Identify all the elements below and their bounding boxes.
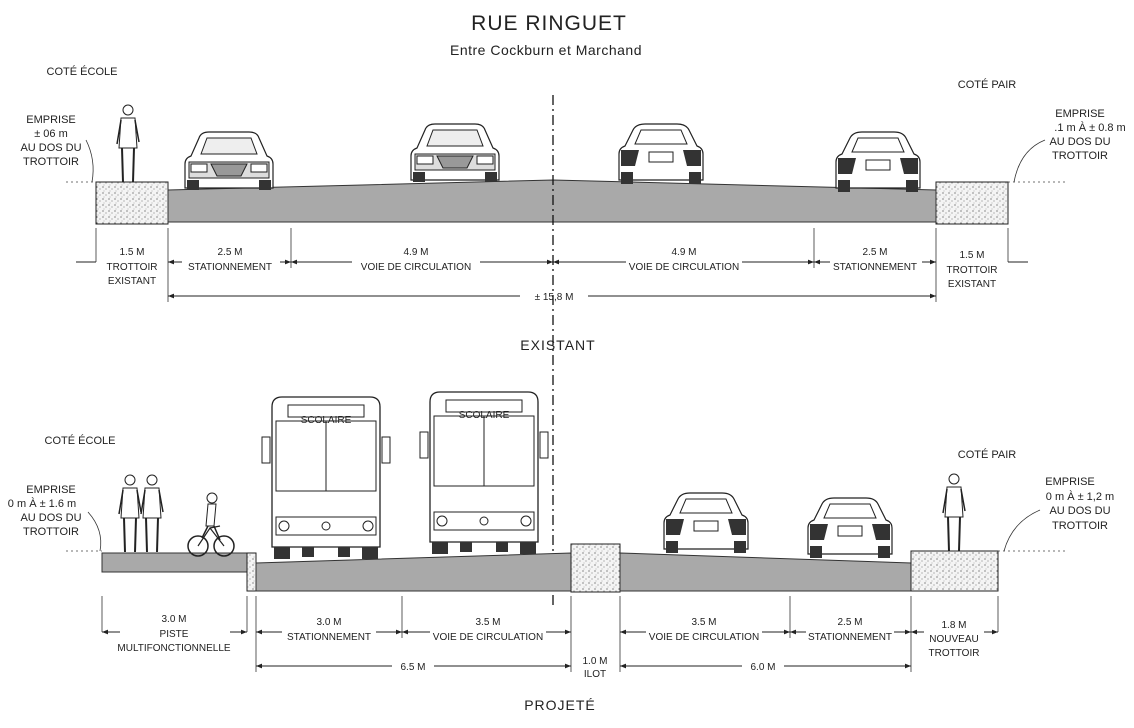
diagram-subtitle: Entre Cockburn et Marchand xyxy=(450,42,642,58)
existing-pedestrian xyxy=(116,104,140,183)
svg-text:STATIONNEMENT: STATIONNEMENT xyxy=(188,262,272,273)
svg-text:NOUVEAU: NOUVEAU xyxy=(929,634,978,645)
projected-dim-multipurpose: 3.0 M PISTE MULTIFONCTIONNELLE xyxy=(117,614,230,654)
existing-left-emprise: EMPRISE ± 06 m AU DOS DU TROTTOIR xyxy=(20,114,81,168)
existing-right-side-label: COTÉ PAIR xyxy=(958,78,1017,91)
existing-car-3 xyxy=(618,123,704,185)
svg-text:TROTTOIR: TROTTOIR xyxy=(107,262,158,273)
svg-text:2.5 M: 2.5 M xyxy=(837,617,862,628)
existing-total-width: ± 15,8 M xyxy=(535,292,574,303)
svg-text:AU DOS DU: AU DOS DU xyxy=(1049,505,1110,517)
svg-text:VOIE DE CIRCULATION: VOIE DE CIRCULATION xyxy=(361,262,471,273)
projected-left-curb xyxy=(246,552,257,592)
svg-text:VOIE DE CIRCULATION: VOIE DE CIRCULATION xyxy=(629,262,739,273)
projected-car-1 xyxy=(663,492,749,554)
existing-car-4 xyxy=(835,131,921,193)
svg-text:AU DOS DU: AU DOS DU xyxy=(20,142,81,154)
existing-car-2 xyxy=(410,123,500,183)
svg-text:AU DOS DU: AU DOS DU xyxy=(20,512,81,524)
svg-text:2.5 M: 2.5 M xyxy=(862,247,887,258)
svg-text:1.5 M: 1.5 M xyxy=(119,247,144,258)
svg-text:TROTTOIR: TROTTOIR xyxy=(929,648,980,659)
svg-text:4.9 M: 4.9 M xyxy=(671,247,696,258)
projected-dim-island: 1.0 M ILOT xyxy=(582,656,607,680)
svg-text:.1 m À ± 0.8 m: .1 m À ± 0.8 m xyxy=(1054,121,1125,134)
svg-text:0 m À ± 1,2 m: 0 m À ± 1,2 m xyxy=(1046,490,1114,503)
svg-text:± 06 m: ± 06 m xyxy=(34,128,68,140)
projected-car-2 xyxy=(807,497,893,559)
svg-text:VOIE DE CIRCULATION: VOIE DE CIRCULATION xyxy=(649,632,759,643)
svg-text:AU DOS DU: AU DOS DU xyxy=(1049,136,1110,148)
projected-left-roadway xyxy=(255,552,572,592)
existing-left-sidewalk xyxy=(95,181,169,225)
projected-dim-right-parking: 2.5 M STATIONNEMENT xyxy=(808,617,892,643)
svg-text:3.0 M: 3.0 M xyxy=(316,617,341,628)
svg-text:4.9 M: 4.9 M xyxy=(403,247,428,258)
svg-text:1.0 M: 1.0 M xyxy=(582,656,607,667)
existing-dim-left-lane: 4.9 M VOIE DE CIRCULATION xyxy=(361,247,471,273)
svg-text:PISTE: PISTE xyxy=(160,629,189,640)
svg-text:TROTTOIR: TROTTOIR xyxy=(23,156,79,168)
diagram-title: RUE RINGUET xyxy=(471,12,627,35)
existing-dim-left-parking: 2.5 M STATIONNEMENT xyxy=(188,247,272,273)
projected-dim-left-lane: 3.5 M VOIE DE CIRCULATION xyxy=(433,617,543,643)
svg-text:STATIONNEMENT: STATIONNEMENT xyxy=(808,632,892,643)
svg-text:3.5 M: 3.5 M xyxy=(475,617,500,628)
projected-right-emprise: EMPRISE 0 m À ± 1,2 m AU DOS DU TROTTOIR xyxy=(1045,476,1114,532)
svg-text:EXISTANT: EXISTANT xyxy=(948,279,996,290)
svg-text:ILOT: ILOT xyxy=(584,669,606,680)
svg-text:STATIONNEMENT: STATIONNEMENT xyxy=(833,262,917,273)
svg-text:TROTTOIR: TROTTOIR xyxy=(1052,150,1108,162)
svg-text:VOIE DE CIRCULATION: VOIE DE CIRCULATION xyxy=(433,632,543,643)
svg-text:TROTTOIR: TROTTOIR xyxy=(947,265,998,276)
projected-right-side-label: COTÉ PAIR xyxy=(958,448,1017,461)
existing-roadway xyxy=(167,179,937,223)
existing-dim-right-sidewalk: 1.5 M TROTTOIR EXISTANT xyxy=(947,250,998,290)
svg-text:3.5 M: 3.5 M xyxy=(691,617,716,628)
existing-section: COTÉ ÉCOLE COTÉ PAIR EMPRISE ± 06 m AU D… xyxy=(20,65,1125,353)
projected-pedestrian-1 xyxy=(118,474,142,553)
projected-island xyxy=(570,543,621,593)
projected-left-side-label: COTÉ ÉCOLE xyxy=(45,434,116,447)
bus-sign-2: SCOLAIRE xyxy=(459,410,510,421)
svg-text:EMPRISE: EMPRISE xyxy=(1055,108,1105,120)
projected-cyclist xyxy=(187,492,235,557)
svg-text:EMPRISE: EMPRISE xyxy=(26,114,76,126)
projected-new-sidewalk xyxy=(910,550,999,592)
svg-text:STATIONNEMENT: STATIONNEMENT xyxy=(287,632,371,643)
projected-right-total: 6.0 M xyxy=(750,662,775,673)
projected-section-label: PROJETÉ xyxy=(524,697,596,713)
projected-right-roadway xyxy=(619,552,912,592)
projected-section: COTÉ ÉCOLE COTÉ PAIR EMPRISE 0 m À ± 1.6… xyxy=(8,391,1114,713)
projected-dim-left-parking: 3.0 M STATIONNEMENT xyxy=(287,617,371,643)
existing-right-sidewalk xyxy=(935,181,1009,225)
projected-left-emprise: EMPRISE 0 m À ± 1.6 m AU DOS DU TROTTOIR xyxy=(8,484,82,538)
existing-dim-left-sidewalk: 1.5 M TROTTOIR EXISTANT xyxy=(107,247,158,287)
svg-text:2.5 M: 2.5 M xyxy=(217,247,242,258)
projected-pedestrian-3 xyxy=(942,473,966,552)
existing-left-side-label: COTÉ ÉCOLE xyxy=(47,65,118,78)
projected-pedestrian-2 xyxy=(140,474,164,553)
svg-text:MULTIFONCTIONNELLE: MULTIFONCTIONNELLE xyxy=(117,643,230,654)
existing-car-1 xyxy=(184,131,274,191)
existing-right-emprise: EMPRISE .1 m À ± 0.8 m AU DOS DU TROTTOI… xyxy=(1049,108,1125,162)
existing-section-label: EXISTANT xyxy=(520,337,595,353)
existing-dim-right-lane: 4.9 M VOIE DE CIRCULATION xyxy=(629,247,739,273)
svg-text:1.5 M: 1.5 M xyxy=(959,250,984,261)
svg-text:TROTTOIR: TROTTOIR xyxy=(23,526,79,538)
svg-text:EMPRISE: EMPRISE xyxy=(1045,476,1095,488)
svg-text:EXISTANT: EXISTANT xyxy=(108,276,156,287)
projected-left-total: 6.5 M xyxy=(400,662,425,673)
svg-text:EMPRISE: EMPRISE xyxy=(26,484,76,496)
existing-dim-right-parking: 2.5 M STATIONNEMENT xyxy=(833,247,917,273)
svg-text:0 m À ± 1.6 m: 0 m À ± 1.6 m xyxy=(8,497,76,510)
bus-sign-1: SCOLAIRE xyxy=(301,415,352,426)
svg-text:1.8 M: 1.8 M xyxy=(941,620,966,631)
svg-text:TROTTOIR: TROTTOIR xyxy=(1052,520,1108,532)
svg-text:3.0 M: 3.0 M xyxy=(161,614,186,625)
projected-dim-right-lane: 3.5 M VOIE DE CIRCULATION xyxy=(649,617,759,643)
projected-dim-new-sidewalk: 1.8 M NOUVEAU TROTTOIR xyxy=(929,620,980,659)
